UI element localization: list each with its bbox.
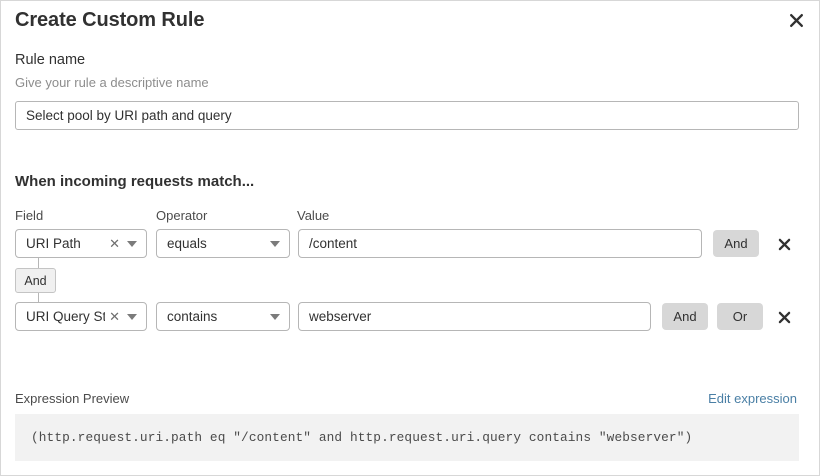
chevron-down-icon[interactable]	[270, 313, 280, 320]
rule-name-help-text: Give your rule a descriptive name	[15, 75, 209, 90]
connector-line-bottom	[38, 292, 39, 303]
clear-icon[interactable]: ✕	[109, 236, 120, 251]
operator-select-1[interactable]: contains	[156, 302, 290, 331]
chevron-down-icon[interactable]	[270, 240, 280, 247]
row-and-button-0[interactable]: And	[713, 230, 759, 257]
field-select-1[interactable]: URI Query St... ✕	[15, 302, 147, 331]
expression-preview-label: Expression Preview	[15, 391, 130, 406]
page-title: Create Custom Rule	[15, 9, 205, 31]
rule-name-input[interactable]	[15, 101, 799, 130]
field-select-value-0: URI Path	[26, 236, 81, 251]
row-or-button-1[interactable]: Or	[717, 303, 763, 330]
close-icon[interactable]	[783, 7, 809, 33]
value-input-0[interactable]	[298, 229, 702, 258]
delete-row-icon-0[interactable]	[774, 234, 794, 254]
chevron-down-icon[interactable]	[127, 313, 137, 320]
operator-select-0[interactable]: equals	[156, 229, 290, 258]
row-and-button-1[interactable]: And	[662, 303, 708, 330]
clear-icon[interactable]: ✕	[109, 309, 120, 324]
operator-select-value-0: equals	[167, 236, 207, 251]
column-header-field: Field	[15, 208, 44, 223]
edit-expression-link[interactable]: Edit expression	[708, 391, 797, 406]
column-header-operator: Operator	[156, 208, 208, 223]
column-header-value: Value	[297, 208, 330, 223]
group-connector-and-button[interactable]: And	[15, 268, 56, 293]
delete-row-icon-1[interactable]	[774, 307, 794, 327]
operator-select-value-1: contains	[167, 309, 218, 324]
chevron-down-icon[interactable]	[127, 240, 137, 247]
rule-name-label: Rule name	[15, 52, 86, 68]
value-input-1[interactable]	[298, 302, 651, 331]
field-select-value-1: URI Query St...	[26, 309, 106, 324]
field-select-0[interactable]: URI Path ✕	[15, 229, 147, 258]
connector-line-top	[38, 258, 39, 269]
match-section-heading: When incoming requests match...	[15, 173, 255, 190]
expression-preview-code: (http.request.uri.path eq "/content" and…	[15, 414, 799, 461]
